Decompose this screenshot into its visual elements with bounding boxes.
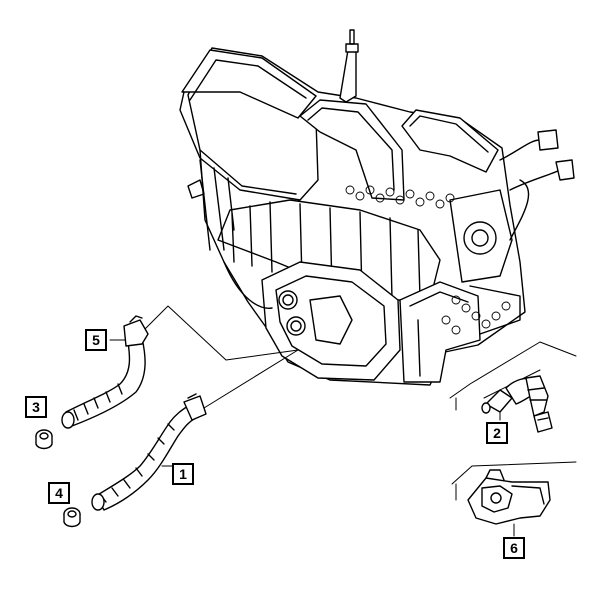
callout-4: 4 bbox=[48, 482, 70, 504]
hose-part-5 bbox=[61, 315, 149, 429]
leader-lines bbox=[109, 305, 577, 537]
hvac-housing bbox=[179, 29, 575, 386]
callout-2: 2 bbox=[486, 422, 508, 444]
clamp-part-3 bbox=[35, 429, 53, 450]
bracket-part-6 bbox=[467, 469, 551, 525]
clamp-part-4 bbox=[63, 507, 81, 528]
callout-5: 5 bbox=[85, 329, 107, 351]
sensor-part-2 bbox=[481, 375, 553, 433]
callout-3: 3 bbox=[25, 396, 47, 418]
callout-1: 1 bbox=[172, 463, 194, 485]
callout-6: 6 bbox=[503, 537, 525, 559]
hose-part-1 bbox=[91, 393, 207, 511]
